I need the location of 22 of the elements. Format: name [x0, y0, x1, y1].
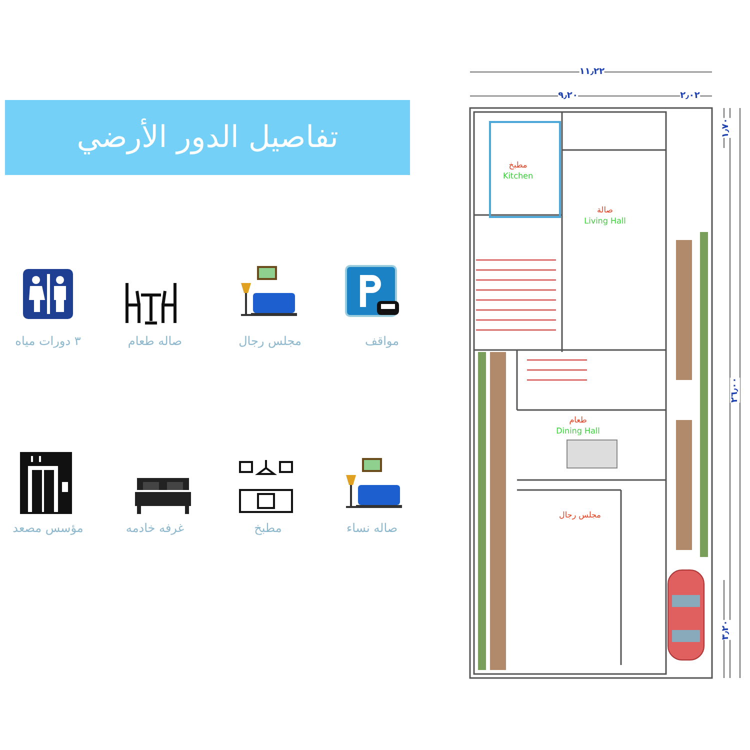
- icon-caption: غرفه خادمه: [126, 521, 184, 535]
- icon-caption: صاله طعام: [128, 334, 182, 348]
- dimension-text: ١١٫٢٢: [579, 67, 605, 77]
- room-label: Dining Hall: [556, 426, 600, 436]
- room-label: مجلس رجال: [559, 510, 601, 520]
- dimension-text: ٣٫٢٠: [721, 620, 731, 640]
- icon-caption: مجلس رجال: [238, 334, 302, 348]
- icon-caption: ٣ دورات مياه: [15, 334, 81, 348]
- room-label: Kitchen: [502, 172, 534, 180]
- title-banner: تفاصيل الدور الأرضي: [5, 100, 410, 175]
- room-label: Living Hall: [584, 216, 626, 226]
- room-label: صالة: [597, 206, 613, 214]
- dimension-text: ٢٫٠٢: [680, 91, 700, 101]
- dimension-text: ٢٦٫٠٠: [730, 377, 740, 403]
- icon-caption: مطبخ: [254, 521, 282, 535]
- room-label: طعام: [569, 416, 587, 424]
- icon-caption: مواقف: [364, 334, 400, 348]
- icon-caption: مؤسس مصعد: [12, 521, 84, 535]
- dimension-text: ٩٫٢٠: [558, 91, 578, 101]
- room-label: مطبخ: [508, 160, 528, 170]
- icon-caption: صاله نساء: [346, 521, 398, 535]
- dimension-text: ١٫٧٠: [721, 118, 731, 138]
